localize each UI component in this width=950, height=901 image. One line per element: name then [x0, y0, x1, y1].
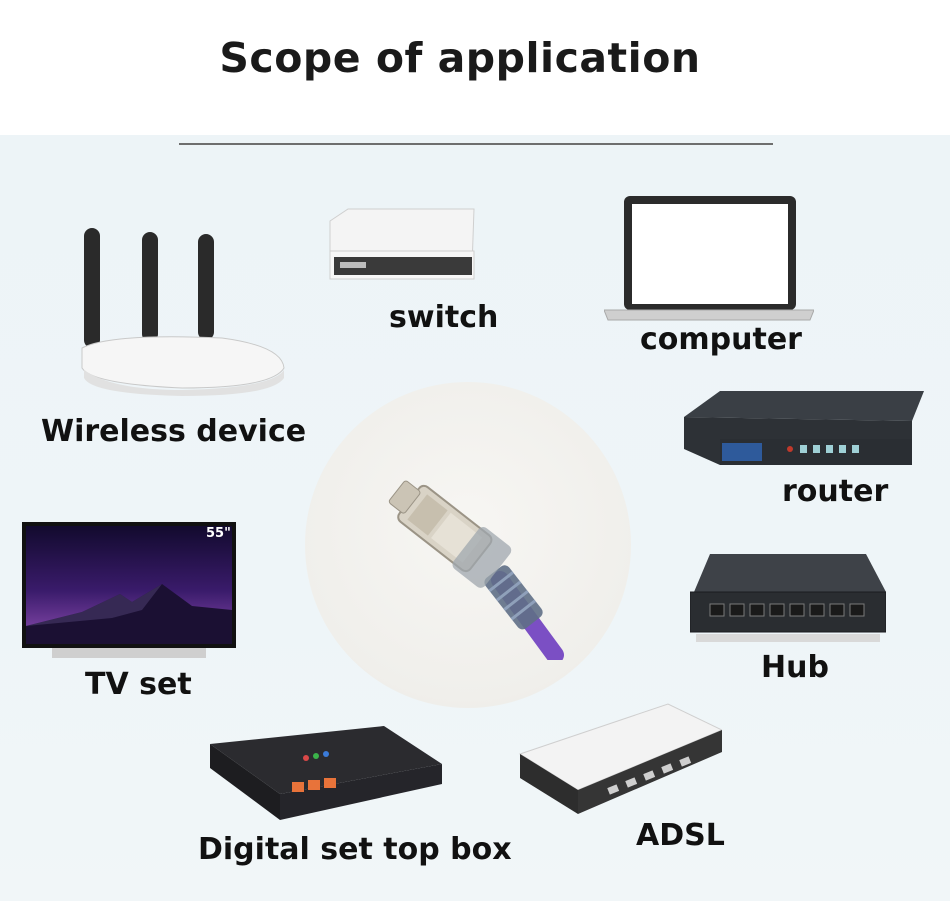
router-icon: [684, 391, 924, 465]
set-top-box-icon: [210, 726, 442, 820]
laptop-icon: [604, 196, 814, 321]
label-switch: switch: [389, 300, 499, 335]
title-divider: [179, 143, 773, 145]
label-wireless-device: Wireless device: [41, 414, 307, 449]
label-adsl: ADSL: [636, 818, 725, 853]
label-digital-set-top-box: Digital set top box: [198, 832, 512, 867]
label-tv-set: TV set: [85, 667, 192, 702]
wireless-router-icon: [81, 228, 285, 396]
tv-size-badge: 55": [206, 526, 231, 541]
tv-icon: [22, 522, 236, 658]
hub-icon: [690, 554, 886, 642]
rj45-connector-icon: [388, 480, 564, 660]
label-router: router: [782, 474, 889, 509]
page-title: Scope of application: [219, 34, 701, 82]
label-computer: computer: [640, 322, 802, 357]
label-hub: Hub: [761, 650, 829, 685]
network-switch-icon: [329, 208, 475, 280]
adsl-modem-icon: [518, 703, 722, 814]
